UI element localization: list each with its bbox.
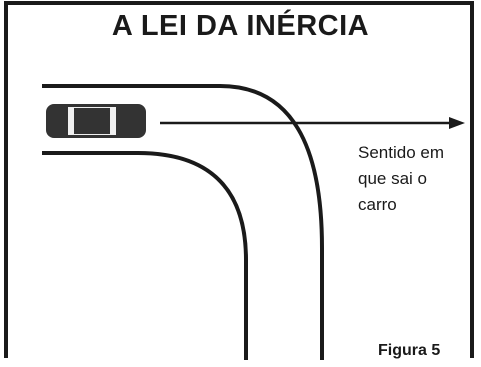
exit-direction-caption: Sentido em que sai o carro xyxy=(358,140,473,218)
caption-line-2: que sai o xyxy=(358,169,427,188)
direction-arrow xyxy=(160,117,465,129)
figure-number-label: Figura 5 xyxy=(378,342,441,359)
caption-line-3: carro xyxy=(358,195,397,214)
figure-title: A LEI DA INÉRCIA xyxy=(111,10,370,42)
road-inner-edge xyxy=(42,151,248,360)
road-outer-edge xyxy=(42,84,324,360)
caption-line-1: Sentido em xyxy=(358,143,444,162)
car-icon xyxy=(46,104,146,138)
figure-frame xyxy=(4,1,474,358)
